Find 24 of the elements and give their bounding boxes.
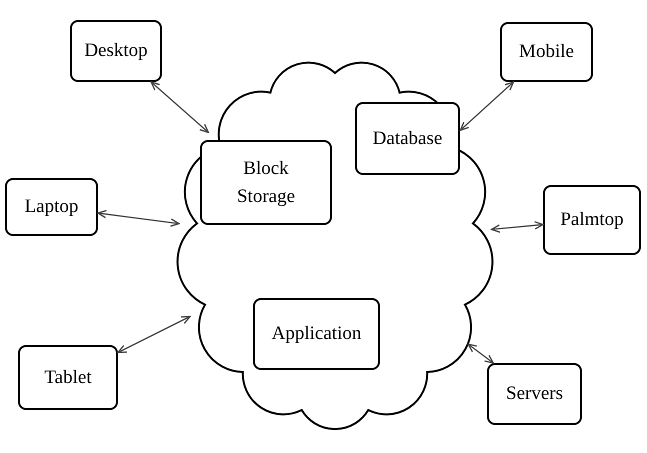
device-box (487, 363, 582, 425)
node-label: Tablet (44, 366, 92, 390)
device-box (200, 140, 332, 225)
device-box (18, 345, 118, 410)
device-box (500, 22, 593, 82)
node-label: Laptop (24, 195, 78, 219)
double-arrow (490, 221, 544, 233)
node-label: Application (272, 322, 362, 346)
double-arrow (117, 316, 191, 354)
double-arrow (97, 210, 180, 227)
node-label: Palmtop (560, 208, 624, 232)
double-arrow (150, 81, 209, 134)
node-label: Servers (506, 382, 563, 406)
node-label: Block Storage (236, 156, 296, 208)
device-box (253, 298, 380, 370)
node-label: Database (372, 126, 442, 150)
double-arrow (467, 343, 494, 364)
device-box (355, 102, 460, 175)
device-box (70, 20, 162, 82)
node-label: Mobile (519, 40, 574, 64)
node-label: Desktop (84, 39, 148, 63)
double-arrow (460, 81, 514, 131)
device-box (543, 185, 641, 255)
device-box (5, 178, 98, 236)
